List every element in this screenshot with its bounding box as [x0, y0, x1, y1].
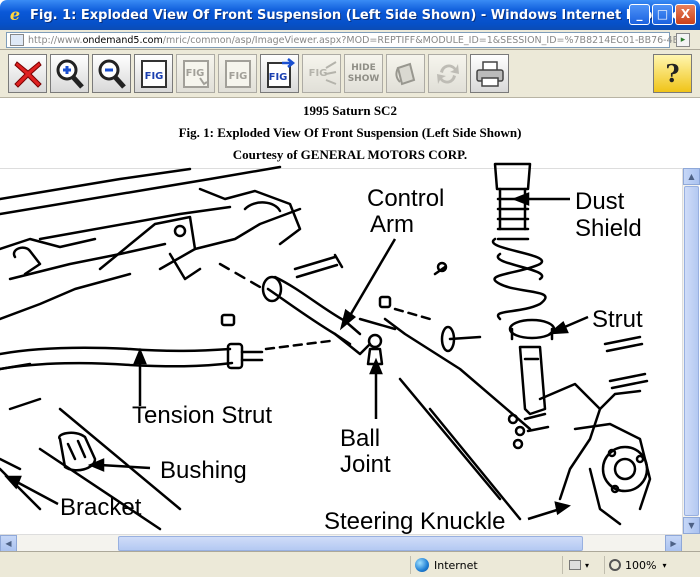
- fit-button[interactable]: FIG: [134, 54, 173, 93]
- fig-lines-icon: FIG: [308, 60, 337, 85]
- rotate-icon: [436, 63, 459, 84]
- fig-arrow-icon: FIG: [266, 57, 295, 88]
- fig-hand-button[interactable]: FIG: [176, 54, 215, 93]
- close-window-button[interactable]: X: [675, 4, 696, 25]
- label-shield: Shield: [575, 215, 642, 242]
- address-bar: http://www.ondemand5.com/mric/common/asp…: [0, 30, 700, 50]
- bushing-drawing: [57, 431, 97, 472]
- print-button[interactable]: [470, 54, 509, 93]
- svg-text:FIG: FIG: [144, 71, 163, 82]
- red-x-icon: [13, 60, 42, 88]
- figure-header: 1995 Saturn SC2 Fig. 1: Exploded View Of…: [0, 100, 700, 168]
- scroll-up-button[interactable]: ▲: [683, 168, 700, 185]
- label-ball: Ball: [340, 425, 380, 452]
- zoom-in-icon: [56, 59, 84, 89]
- zoom-in-button[interactable]: [50, 54, 89, 93]
- strut-drawing: [491, 162, 556, 416]
- ie-logo-icon: e: [9, 5, 21, 24]
- paint-button[interactable]: [386, 54, 425, 93]
- zoom-out-button[interactable]: [92, 54, 131, 93]
- fig-next-button[interactable]: FIG: [260, 54, 299, 93]
- svg-text:FIG: FIG: [185, 68, 204, 79]
- scroll-right-button[interactable]: ▶: [665, 535, 682, 552]
- steering-knuckle-drawing: [538, 382, 652, 526]
- label-dust: Dust: [575, 188, 625, 215]
- suspension-diagram: Control Arm Dust Shield Strut Tension St…: [0, 162, 652, 535]
- dropdown-arrow-icon: ▾: [585, 560, 590, 570]
- svg-text:FIG: FIG: [268, 72, 287, 83]
- page-icon: [10, 34, 24, 46]
- url-text[interactable]: http://www.ondemand5.com/mric/common/asp…: [28, 34, 679, 46]
- ball-joint-drawing: [358, 317, 532, 431]
- label-bracket: Bracket: [60, 494, 142, 521]
- zone-text: Internet: [434, 558, 478, 572]
- label-arm: Arm: [370, 211, 414, 238]
- help-button[interactable]: ?: [653, 54, 692, 93]
- scroll-down-button[interactable]: ▼: [683, 517, 700, 534]
- scroll-corner: [682, 534, 700, 551]
- zoom-text: 100%: [625, 558, 657, 572]
- close-figure-button[interactable]: [8, 54, 47, 93]
- control-arm-drawing: [218, 262, 372, 356]
- figure-title: Fig. 1: Exploded View Of Front Suspensio…: [178, 125, 522, 140]
- fig-lines-button[interactable]: FIG: [302, 54, 341, 93]
- fig-hand-icon: FIG: [182, 59, 209, 88]
- nut-drawings: [507, 412, 550, 450]
- lock-icon: [569, 560, 581, 570]
- protected-mode-indicator[interactable]: ▾: [562, 556, 602, 574]
- globe-icon: [415, 558, 429, 572]
- svg-text:FIG: FIG: [308, 68, 327, 79]
- horizontal-scrollbar[interactable]: ◀ ▶: [0, 534, 682, 552]
- page-action-icon[interactable]: ▸: [676, 33, 690, 47]
- bolt-drawings: [220, 253, 649, 390]
- fig-icon: FIG: [140, 59, 167, 88]
- title-bar: e Fig. 1: Exploded View Of Front Suspens…: [0, 0, 700, 30]
- zone-indicator[interactable]: Internet: [410, 556, 560, 574]
- zoom-out-icon: [98, 59, 126, 89]
- fig-page-button[interactable]: FIG: [218, 54, 257, 93]
- vertical-scroll-thumb[interactable]: [684, 186, 699, 516]
- address-field[interactable]: http://www.ondemand5.com/mric/common/asp…: [6, 32, 679, 48]
- figure-viewport[interactable]: Control Arm Dust Shield Strut Tension St…: [0, 162, 682, 535]
- minimize-button[interactable]: _: [629, 4, 650, 25]
- label-bushing: Bushing: [160, 457, 247, 484]
- svg-text:FIG: FIG: [228, 71, 247, 82]
- label-tension-strut: Tension Strut: [132, 402, 272, 429]
- window-controls: _ □ X: [629, 4, 696, 25]
- paint-bucket-icon: [394, 62, 415, 85]
- label-joint: Joint: [340, 451, 391, 478]
- guide-lines: [393, 307, 522, 521]
- label-control: Control: [367, 185, 444, 212]
- label-steering-knuckle: Steering Knuckle: [324, 508, 505, 535]
- scroll-left-button[interactable]: ◀: [0, 535, 17, 552]
- vehicle-title: 1995 Saturn SC2: [303, 103, 397, 118]
- rotate-button[interactable]: [428, 54, 467, 93]
- tension-strut-drawing: [0, 339, 332, 371]
- printer-icon: [475, 60, 504, 87]
- vertical-scrollbar[interactable]: ▲ ▼: [682, 168, 700, 534]
- fig-page-icon: FIG: [224, 59, 251, 88]
- zoom-dropdown-icon: ▾: [662, 560, 667, 570]
- magnifier-icon: [609, 559, 621, 571]
- maximize-button[interactable]: □: [652, 4, 673, 25]
- status-bar: Internet ▾ 100% ▾: [0, 551, 700, 577]
- courtesy-line: Courtesy of GENERAL MOTORS CORP.: [232, 147, 468, 162]
- window-title: Fig. 1: Exploded View Of Front Suspensio…: [30, 7, 688, 23]
- horizontal-scroll-thumb[interactable]: [118, 536, 583, 551]
- label-strut: Strut: [592, 306, 643, 333]
- bracket-drawing: [0, 467, 42, 511]
- zoom-control[interactable]: 100% ▾: [604, 556, 696, 574]
